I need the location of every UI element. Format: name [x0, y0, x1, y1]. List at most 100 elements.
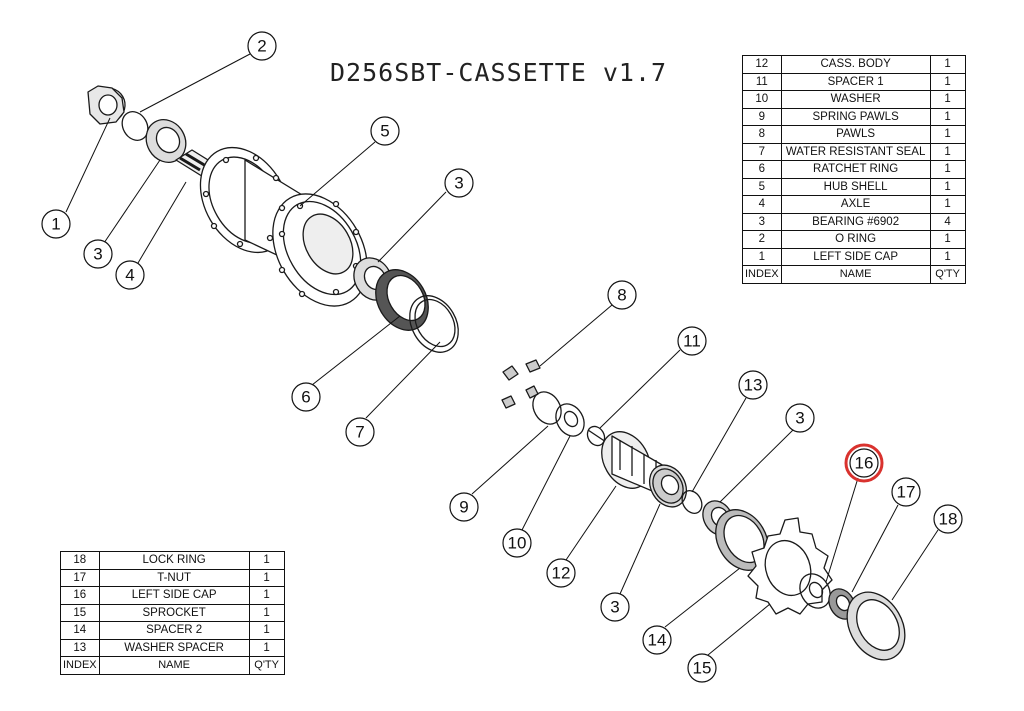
callout-7-label: 7	[355, 423, 364, 442]
hub-shell-part	[199, 146, 368, 307]
callout-18: 18	[933, 504, 963, 534]
parts-cell-name: SPROCKET	[98, 603, 250, 622]
pawls-part	[501, 359, 541, 409]
callout-8: 8	[607, 280, 637, 310]
parts-cell-qty: 1	[248, 603, 285, 622]
parts-cell-index: 5	[742, 177, 782, 196]
parts-cell-name: O RING	[780, 230, 931, 249]
parts-cell-index: 7	[742, 142, 782, 161]
callout-7: 7	[345, 417, 375, 447]
parts-cell-index: 9	[742, 107, 782, 126]
callout-4: 4	[115, 260, 145, 290]
parts-cell-index: 17	[60, 568, 100, 587]
parts-cell-index: 18	[60, 551, 100, 570]
callout-2: 2	[247, 31, 277, 61]
water-resistant-seal-part	[409, 295, 459, 353]
parts-cell-qty: 1	[929, 125, 966, 144]
parts-cell-qty: 1	[929, 142, 966, 161]
callout-13: 13	[738, 370, 768, 400]
parts-cell-name: AXLE	[780, 195, 931, 214]
parts-cell-name: WASHER	[780, 90, 931, 109]
callout-9-label: 9	[459, 498, 468, 517]
callout-16-highlighted: 16	[844, 443, 884, 483]
parts-cell-qty: 1	[929, 230, 966, 249]
callout-3-hub: 3	[444, 168, 474, 198]
callout-3-cassette-right-label: 3	[795, 409, 804, 428]
callout-1: 1	[41, 209, 71, 239]
callout-3-cassette-left-label: 3	[610, 598, 619, 617]
parts-cell-qty: 1	[929, 90, 966, 109]
callout-10: 10	[502, 528, 532, 558]
parts-cell-qty: 1	[248, 551, 285, 570]
parts-cell-name: RATCHET RING	[780, 160, 931, 179]
callout-6: 6	[291, 382, 321, 412]
parts-cell-index: 16	[60, 586, 100, 605]
parts-cell-name: WASHER SPACER	[98, 638, 250, 657]
spacer-1-part	[586, 425, 607, 447]
washer-spacer-part	[681, 490, 703, 514]
callout-15-label: 15	[693, 659, 712, 678]
callout-3-left-label: 3	[93, 245, 102, 264]
callout-3-hub-label: 3	[454, 174, 463, 193]
highlight-ring	[844, 443, 884, 483]
parts-header-name: NAME	[98, 656, 250, 675]
callout-11-label: 11	[683, 332, 701, 351]
parts-cell-name: WATER RESISTANT SEAL	[780, 142, 931, 161]
parts-cell-qty: 1	[929, 55, 966, 74]
parts-cell-name: SPACER 1	[780, 72, 931, 91]
callout-16-label: 16	[855, 454, 874, 473]
parts-cell-qty: 1	[929, 107, 966, 126]
parts-cell-qty: 1	[929, 195, 966, 214]
bearing-cassette-left-part	[652, 468, 684, 504]
parts-cell-name: SPACER 2	[98, 621, 250, 640]
parts-cell-index: 10	[742, 90, 782, 109]
sprocket-part	[747, 517, 833, 615]
parts-cell-index: 13	[60, 638, 100, 657]
parts-cell-qty: 1	[929, 72, 966, 91]
parts-cell-qty: 1	[248, 638, 285, 657]
parts-cell-index: 1	[742, 247, 782, 266]
callout-3-cassette-left: 3	[600, 592, 630, 622]
drawing-title: D256SBT-CASSETTE v1.7	[330, 58, 668, 87]
parts-cell-index: 15	[60, 603, 100, 622]
parts-cell-name: LOCK RING	[98, 551, 250, 570]
parts-cell-index: 2	[742, 230, 782, 249]
parts-cell-qty: 1	[248, 568, 285, 587]
callout-3-left: 3	[83, 239, 113, 269]
parts-header-qty: Q'TY	[929, 265, 966, 284]
callout-14: 14	[642, 625, 672, 655]
callout-12-label: 12	[552, 564, 571, 583]
left-side-cap-washer-part	[799, 573, 831, 609]
callout-6-label: 6	[301, 388, 310, 407]
parts-cell-name: HUB SHELL	[780, 177, 931, 196]
parts-cell-name: LEFT SIDE CAP	[98, 586, 250, 605]
callout-8-label: 8	[617, 286, 626, 305]
parts-cell-index: 11	[742, 72, 782, 91]
spring-pawls-part	[532, 391, 562, 425]
parts-cell-qty: 1	[248, 621, 285, 640]
callout-3-cassette-right: 3	[785, 403, 815, 433]
parts-cell-qty: 1	[248, 586, 285, 605]
callout-14-label: 14	[648, 631, 667, 650]
washer-part	[555, 403, 585, 437]
callout-15: 15	[687, 653, 717, 683]
parts-header-name: NAME	[780, 265, 931, 284]
parts-header-qty: Q'TY	[248, 656, 285, 675]
parts-cell-qty: 1	[929, 177, 966, 196]
parts-cell-index: 14	[60, 621, 100, 640]
